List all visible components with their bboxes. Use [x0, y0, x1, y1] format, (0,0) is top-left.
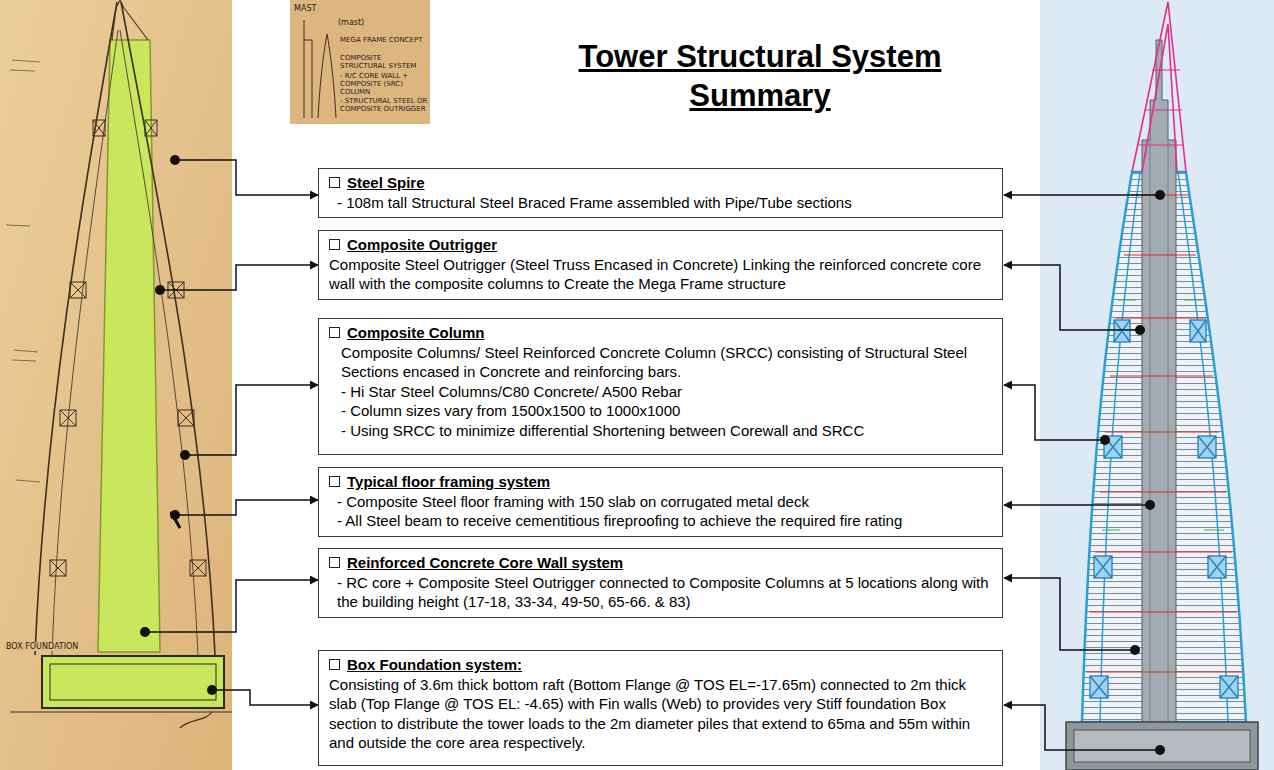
summary-box: Typical floor framing system- Composite … — [318, 467, 1003, 537]
mast-sketch — [304, 20, 312, 118]
sketch-note: COMPOSITE STRUCTURAL SYSTEM — [340, 54, 428, 70]
box-heading: Box Foundation system: — [329, 655, 992, 675]
core-wall-sketch — [98, 40, 160, 652]
level-lines — [1086, 195, 1242, 672]
box-text: - 108m tall Structural Steel Braced Fram… — [329, 193, 992, 213]
box-heading: Composite Column — [329, 323, 992, 343]
sketch-paper — [290, 0, 430, 124]
sketch-note: BOX FOUNDATION — [4, 642, 80, 651]
sketch-note: - STRUCTURAL STEEL OR COMPOSITE OUTRIGGE… — [340, 97, 428, 113]
sketch-note: MAST — [294, 4, 334, 13]
sketch-note: MEGA FRAME CONCEPT — [340, 36, 428, 44]
box-heading: Typical floor framing system — [329, 472, 992, 492]
core-wall — [1150, 140, 1168, 722]
summary-box: Box Foundation system:Consisting of 3.6m… — [318, 650, 1003, 766]
tower-outline — [35, 2, 117, 655]
summary-box: Composite ColumnComposite Columns/ Steel… — [318, 318, 1003, 455]
box-heading: Composite Outrigger — [329, 235, 992, 255]
sketch-note: - R/C CORE WALL + COMPOSITE (SRC) COLUMN — [340, 72, 428, 96]
sketch-note: (mast) — [338, 18, 398, 27]
summary-box: Composite OutriggerComposite Steel Outri… — [318, 230, 1003, 300]
elevation-panel — [1040, 0, 1274, 770]
box-text: Composite Columns/ Steel Reinforced Conc… — [329, 343, 992, 382]
box-text: - Using SRCC to minimize differential Sh… — [329, 421, 992, 441]
tower-sketch-small — [318, 34, 336, 118]
column-line — [120, 30, 198, 655]
foundation-box — [1066, 722, 1258, 770]
box-heading: Steel Spire — [329, 173, 992, 193]
box-foundation-sketch — [42, 656, 224, 708]
box-text: - All Steel beam to receive cementitious… — [329, 511, 992, 531]
spire — [1132, 2, 1186, 172]
column-line — [52, 30, 118, 655]
sketch-paper — [0, 0, 232, 770]
summary-box: Reinforced Concrete Core Wall system- RC… — [318, 548, 1003, 618]
ground-line — [10, 712, 232, 713]
box-text: - Hi Star Steel Columns/C80 Concrete/ A5… — [329, 382, 992, 402]
concept-sketch — [290, 0, 430, 124]
summary-box: Steel Spire- 108m tall Structural Steel … — [318, 168, 1003, 218]
tower-outline — [121, 2, 215, 655]
tower-elevation — [1040, 0, 1274, 770]
box-foundation-sketch — [50, 664, 216, 700]
foundation-box — [1074, 730, 1250, 762]
box-text: - RC core + Composite Steel Outrigger co… — [329, 573, 992, 612]
level-lines — [1102, 300, 1224, 530]
tower-sketch — [0, 0, 232, 770]
box-text: - Column sizes vary from 1500x1500 to 10… — [329, 401, 992, 421]
box-text: Composite Steel Outrigger (Steel Truss E… — [329, 255, 992, 294]
box-text: Consisting of 3.6m thick bottom raft (Bo… — [329, 675, 992, 753]
diagram-title: Tower Structural System Summary — [550, 38, 970, 116]
spire-bracing — [1139, 70, 1184, 145]
outrigger-marks — [50, 120, 206, 576]
box-heading: Reinforced Concrete Core Wall system — [329, 553, 992, 573]
outrigger-marks — [1090, 320, 1238, 698]
box-text: - Composite Steel floor framing with 150… — [329, 492, 992, 512]
